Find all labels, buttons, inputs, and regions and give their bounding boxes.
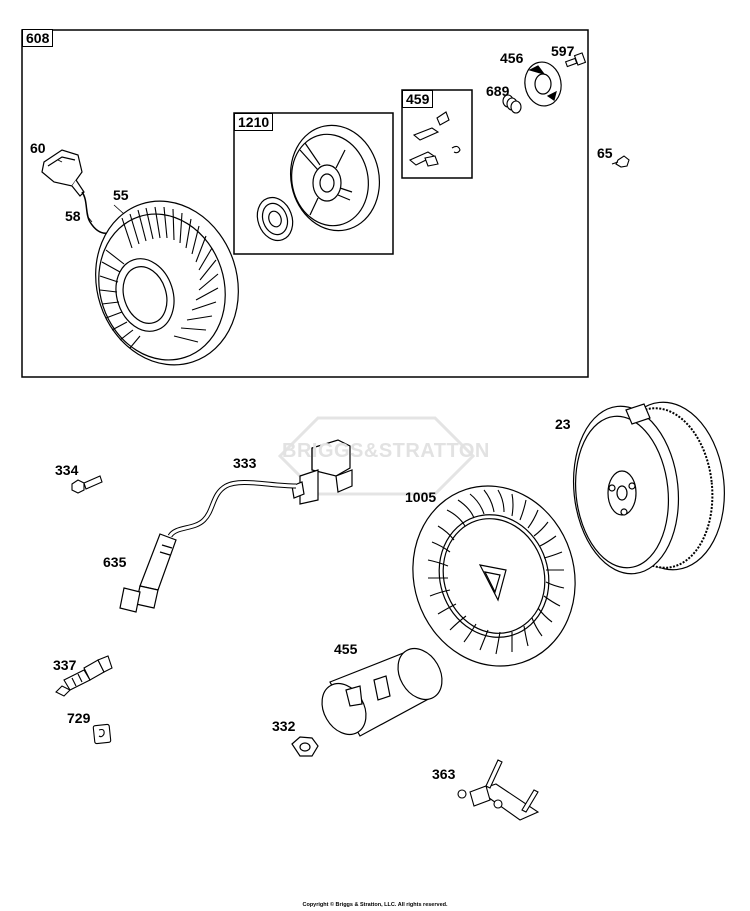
starter-rope [81,191,113,234]
watermark-text: BRIGGS&STRATTON [282,440,490,462]
callout-729: 729 [67,710,91,726]
callout-55: 55 [113,187,129,203]
spark-plug [55,655,113,697]
callout-597: 597 [551,43,575,59]
callout-337: 337 [53,657,77,673]
starter-housing [95,200,239,366]
callout-332: 332 [272,718,296,734]
spring-689 [502,94,522,114]
assembly-608-box [21,29,589,378]
callout-635: 635 [103,554,127,570]
callout-1005: 1005 [405,489,437,505]
assembly-label-608: 608 [22,29,54,47]
callout-23: 23 [555,416,571,432]
starter-handle [41,149,85,197]
assembly-label-1210: 1210 [234,113,274,131]
callout-456: 456 [500,50,524,66]
bolt-334 [71,475,103,494]
pawl-kit [408,111,461,167]
callout-58: 58 [65,208,81,224]
starter-housing-vents [99,206,219,349]
assembly-1210-box [233,112,394,255]
leader-lines [57,159,125,223]
clip-729 [92,723,112,745]
callout-65: 65 [597,145,613,161]
starter-cup [524,61,562,107]
fan-fins [427,489,565,655]
copyright-notice: Copyright © Briggs & Stratton, LLC. All … [302,902,448,908]
bolt-65 [611,155,630,168]
cooling-fan [412,485,576,667]
recoil-spring [256,196,294,242]
bracket-363 [457,759,540,821]
screw-597 [564,52,587,68]
ignition-coil [291,439,353,505]
assembly-label-459: 459 [402,90,434,108]
assembly-459-box [401,89,473,179]
spark-plug-boot [119,533,177,613]
flywheel-nut [291,736,319,757]
flywheel [572,401,725,575]
callout-333: 333 [233,455,257,471]
callout-689: 689 [486,83,510,99]
callout-60: 60 [30,140,46,156]
callout-363: 363 [432,766,456,782]
callout-334: 334 [55,462,79,478]
starter-pulley [289,124,381,232]
fan-retainer-cup [321,647,443,737]
callout-455: 455 [334,641,358,657]
